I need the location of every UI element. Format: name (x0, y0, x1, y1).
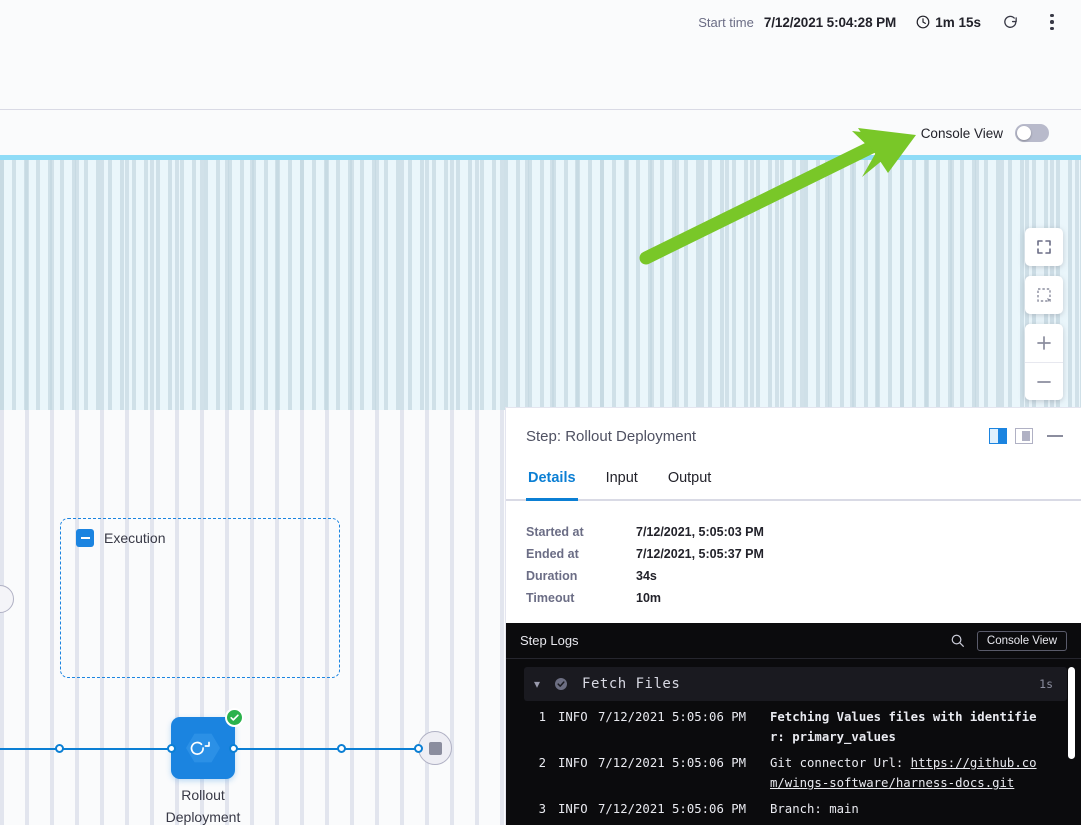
log-timestamp: 7/12/2021 5:05:06 PM (598, 707, 770, 747)
console-view-label: Console View (921, 126, 1003, 141)
detail-row: Started at 7/12/2021, 5:05:03 PM (526, 525, 1061, 539)
check-icon (229, 712, 240, 723)
port-stage-out (337, 744, 346, 753)
zoom-out-button[interactable] (1025, 362, 1063, 400)
search-icon[interactable] (950, 633, 965, 648)
log-timestamp: 7/12/2021 5:05:06 PM (598, 753, 770, 793)
expand-icon (1036, 239, 1052, 255)
collapse-icon[interactable] (76, 529, 94, 547)
toggle-knob (1017, 126, 1031, 140)
step-detail-panel: Step: Rollout Deployment Details Input O… (505, 407, 1081, 825)
success-status-badge (225, 708, 244, 727)
step-logs-panel: Step Logs Console View ▾ (506, 623, 1081, 825)
detail-value: 7/12/2021, 5:05:37 PM (636, 547, 764, 561)
duration-group: 1m 15s (916, 15, 981, 30)
detail-value: 7/12/2021, 5:05:03 PM (636, 525, 764, 539)
log-level: INFO (546, 753, 598, 793)
log-message: Fetching Values files with identifier: p… (770, 707, 1081, 747)
chevron-down-icon: ▾ (534, 677, 540, 691)
logs-console-view-button[interactable]: Console View (977, 631, 1067, 651)
canvas-tool-group (1025, 228, 1063, 400)
panel-header: Step: Rollout Deployment (506, 408, 1081, 464)
more-vertical-icon[interactable] (1039, 9, 1065, 35)
step-node-label: Rollout Deployment (140, 784, 266, 825)
port-stage-in (55, 744, 64, 753)
step-node-label-line1: Rollout (181, 787, 225, 803)
logs-body[interactable]: ▾ Fetch Files 1s 1 INFO 7/12/2021 5:05:0… (506, 659, 1081, 825)
marquee-select-icon (1036, 287, 1053, 304)
refresh-icon[interactable] (997, 9, 1023, 35)
log-timestamp: 7/12/2021 5:05:06 PM (598, 799, 770, 819)
detail-value: 34s (636, 569, 657, 583)
duration-value: 1m 15s (935, 15, 981, 30)
tab-details[interactable]: Details (526, 466, 578, 501)
details-list: Started at 7/12/2021, 5:05:03 PM Ended a… (506, 501, 1081, 623)
log-line-number: 3 (524, 799, 546, 819)
panel-title: Step: Rollout Deployment (526, 428, 981, 445)
log-line: 3 INFO 7/12/2021 5:05:06 PM Branch: main (524, 799, 1081, 819)
section-status-icon (554, 677, 568, 691)
stop-square-icon (429, 742, 442, 755)
logs-title: Step Logs (520, 633, 938, 648)
stage-header: Execution (76, 529, 165, 547)
minus-icon (1035, 373, 1053, 391)
edge-left (0, 748, 175, 750)
logs-scrollbar-thumb[interactable] (1068, 667, 1075, 759)
fit-to-screen-button[interactable] (1025, 228, 1063, 266)
step-node-label-line2: Deployment (166, 809, 241, 825)
clock-icon (916, 15, 930, 29)
tab-input[interactable]: Input (604, 466, 640, 501)
port-step-in (167, 744, 176, 753)
stage-group-label: Execution (104, 530, 165, 546)
console-view-row: Console View (0, 111, 1081, 155)
start-time-value: 7/12/2021 5:04:28 PM (764, 15, 896, 30)
logs-header: Step Logs Console View (506, 623, 1081, 659)
detail-key: Ended at (526, 547, 636, 561)
minimize-button[interactable] (1047, 435, 1063, 437)
section-duration: 1s (1039, 677, 1053, 691)
detail-row: Duration 34s (526, 569, 1061, 583)
port-end-in (414, 744, 423, 753)
split-right-layout-button[interactable] (989, 428, 1007, 444)
zoom-button-stack (1025, 324, 1063, 400)
console-view-toggle[interactable] (1015, 124, 1049, 142)
pipeline-end-node[interactable] (418, 731, 452, 765)
zoom-in-button[interactable] (1025, 324, 1063, 362)
log-message-text: Git connector Url: (770, 756, 911, 770)
log-level: INFO (546, 799, 598, 819)
log-level: INFO (546, 707, 598, 747)
step-node-rollout-deployment[interactable] (171, 717, 235, 779)
log-line-number: 2 (524, 753, 546, 793)
detail-key: Started at (526, 525, 636, 539)
tab-output[interactable]: Output (666, 466, 714, 501)
log-section-fetch-files[interactable]: ▾ Fetch Files 1s (524, 667, 1067, 701)
detail-key: Timeout (526, 591, 636, 605)
edge-right (231, 748, 426, 750)
top-status-bar: Start time 7/12/2021 5:04:28 PM 1m 15s (0, 0, 1081, 110)
rollout-icon (186, 733, 220, 763)
stage-group-execution[interactable]: Execution (60, 518, 340, 678)
log-line: 2 INFO 7/12/2021 5:05:06 PM Git connecto… (524, 753, 1081, 793)
start-time-label: Start time (698, 15, 754, 30)
log-message: Git connector Url: https://github.com/wi… (770, 753, 1081, 793)
log-line: 1 INFO 7/12/2021 5:05:06 PM Fetching Val… (524, 707, 1081, 747)
port-step-out (229, 744, 238, 753)
log-message: Branch: main (770, 799, 1081, 819)
detail-row: Ended at 7/12/2021, 5:05:37 PM (526, 547, 1061, 561)
log-line-number: 1 (524, 707, 546, 747)
detail-row: Timeout 10m (526, 591, 1061, 605)
detail-key: Duration (526, 569, 636, 583)
panel-tabs: Details Input Output (506, 464, 1081, 501)
plus-icon (1035, 334, 1053, 352)
split-bottom-layout-button[interactable] (1015, 428, 1033, 444)
section-name: Fetch Files (582, 676, 1025, 692)
select-area-button[interactable] (1025, 276, 1063, 314)
detail-value: 10m (636, 591, 661, 605)
